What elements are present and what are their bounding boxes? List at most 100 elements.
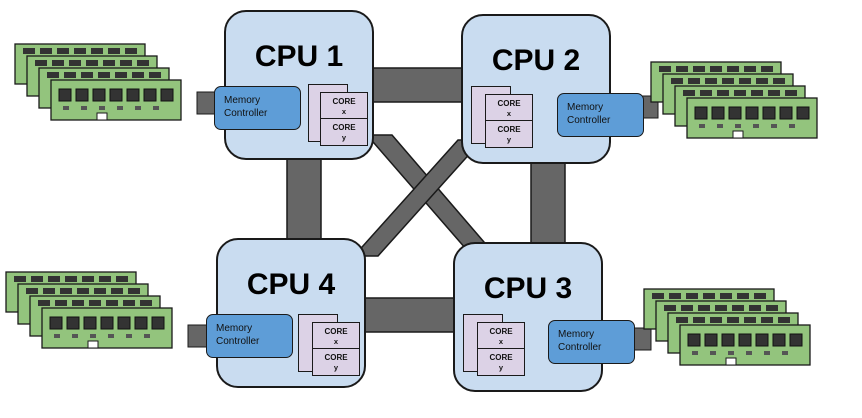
smd-component <box>63 106 69 110</box>
core-sub-label: y <box>333 363 339 372</box>
smd-component <box>108 334 114 338</box>
memory-chip <box>106 300 118 306</box>
smd-component <box>753 124 759 128</box>
memory-chip <box>128 288 140 294</box>
memory-chip <box>703 293 715 299</box>
smd-component <box>126 334 132 338</box>
memory-chip <box>143 88 157 102</box>
memory-chip <box>35 60 47 66</box>
memory-chip <box>120 60 132 66</box>
memory-chip <box>58 88 72 102</box>
memory-chip <box>676 66 688 72</box>
core-y: CORE y <box>485 120 533 148</box>
smd-component <box>764 351 770 355</box>
memory-chip <box>103 60 115 66</box>
memory-chip <box>744 317 756 323</box>
memory-chip <box>789 333 803 347</box>
memory-chip <box>26 288 38 294</box>
memory-chip <box>687 333 701 347</box>
memory-chip <box>115 72 127 78</box>
smd-component <box>54 334 60 338</box>
memory-chip <box>739 78 751 84</box>
core-label: CORE <box>324 353 348 362</box>
memory-chip <box>52 60 64 66</box>
memory-chip <box>722 78 734 84</box>
memory-chip <box>710 317 722 323</box>
smd-component <box>90 334 96 338</box>
smd-component <box>153 106 159 110</box>
memory-chip <box>109 88 123 102</box>
memory-chip <box>98 72 110 78</box>
core-sub-label: y <box>341 133 347 142</box>
dimm-module <box>50 79 182 121</box>
core-label: CORE <box>324 327 348 336</box>
memory-chip <box>66 316 80 330</box>
memory-chip <box>768 90 780 96</box>
memory-chip <box>766 305 778 311</box>
core-sub-label: y <box>498 363 504 372</box>
memory-chip <box>796 106 810 120</box>
smd-component <box>135 106 141 110</box>
memory-chip <box>81 72 93 78</box>
memory-chip <box>676 317 688 323</box>
dimm-module <box>41 307 173 349</box>
memory-chip <box>69 60 81 66</box>
memory-controller-label: Memory <box>224 95 261 106</box>
link-cpu1-cpu2 <box>369 67 469 103</box>
memory-chip <box>65 276 77 282</box>
link-cpu3-cpu4 <box>362 297 462 333</box>
memory-chip <box>125 48 137 54</box>
core-x: CORE x <box>485 94 533 122</box>
core-label: CORE <box>332 97 356 106</box>
memory-controller-label: Controller <box>558 342 602 353</box>
core-x: CORE x <box>320 92 368 120</box>
memory-controller: Memory Controller <box>214 86 301 130</box>
memory-chip <box>75 88 89 102</box>
memory-chip <box>140 300 152 306</box>
memory-chip <box>40 48 52 54</box>
link-cpu4-cpu1 <box>286 155 322 243</box>
core-label: CORE <box>497 99 521 108</box>
memory-chip <box>82 276 94 282</box>
memory-controller-label: Controller <box>224 108 268 119</box>
memory-chip <box>711 106 725 120</box>
memory-chip <box>754 293 766 299</box>
smd-component <box>710 351 716 355</box>
memory-chip <box>132 72 144 78</box>
memory-chip <box>72 300 84 306</box>
dimm-stack <box>14 43 182 121</box>
memory-chip <box>755 333 769 347</box>
memory-chip <box>74 48 86 54</box>
memory-chip <box>745 106 759 120</box>
memory-chip <box>108 48 120 54</box>
memory-chip <box>772 333 786 347</box>
memory-chip <box>134 316 148 330</box>
smd-component <box>728 351 734 355</box>
cpu-title: CPU 2 <box>491 44 581 77</box>
memory-chip <box>64 72 76 78</box>
smd-component <box>144 334 150 338</box>
memory-chip <box>721 333 735 347</box>
memory-chip <box>698 305 710 311</box>
cpu-title: CPU 4 <box>246 268 336 301</box>
memory-chip <box>55 300 67 306</box>
memory-chip <box>737 293 749 299</box>
memory-chip <box>123 300 135 306</box>
cpu-4: CPU 4 Memory Controller CORE x CORE y <box>206 238 366 388</box>
memory-chip <box>149 72 161 78</box>
memory-chip <box>137 60 149 66</box>
memory-chip <box>86 60 98 66</box>
memory-controller-label: Controller <box>567 115 611 126</box>
core-label: CORE <box>489 327 513 336</box>
memory-chip <box>43 288 55 294</box>
smd-component <box>789 124 795 128</box>
memory-chip <box>92 88 106 102</box>
core-label: CORE <box>489 353 513 362</box>
memory-chip <box>762 106 776 120</box>
memory-chip <box>38 300 50 306</box>
memory-chip <box>773 78 785 84</box>
memory-chip <box>704 333 718 347</box>
memory-chip <box>23 48 35 54</box>
